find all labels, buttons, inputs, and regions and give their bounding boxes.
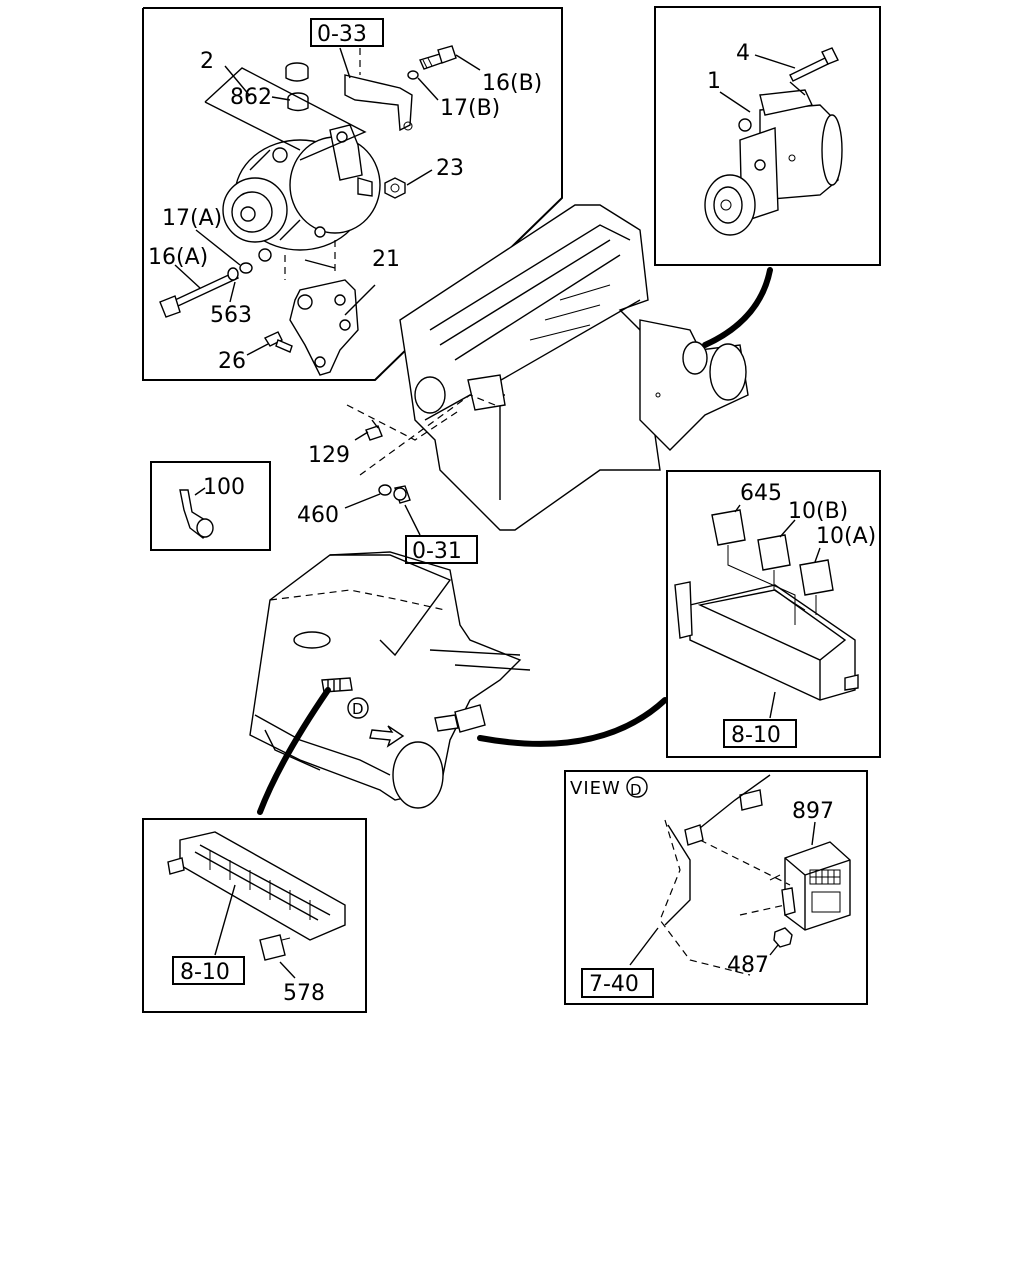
ref-box-7-40 xyxy=(581,968,654,998)
callout-7-40[interactable]: 7-40 xyxy=(589,972,639,997)
callout-897: 897 xyxy=(792,799,834,824)
bolt-129 xyxy=(365,419,383,441)
relay-578 xyxy=(259,934,291,961)
upper-bracket xyxy=(344,74,413,132)
relay-panel xyxy=(666,470,881,758)
truck xyxy=(249,551,668,815)
engine-block xyxy=(346,204,773,531)
control-unit-897 xyxy=(781,841,851,931)
clip-panel xyxy=(150,461,271,551)
ref-box-0-31 xyxy=(405,535,478,564)
view-d-panel xyxy=(564,770,868,1005)
clip-100 xyxy=(179,489,214,539)
ref-box-0-33 xyxy=(310,18,384,47)
washer-563 xyxy=(227,267,239,281)
view-label: VIEW xyxy=(570,778,621,799)
cap-862 xyxy=(285,62,309,112)
alternator xyxy=(222,124,381,262)
callout-129: 129 xyxy=(308,443,350,468)
ref-box-8-10-fuse xyxy=(172,956,245,985)
callout-labels: 2 862 0-33 16(B) 17(B) 23 17(A) 16(A) 21… xyxy=(148,18,876,1006)
callout-10a: 10(A) xyxy=(816,524,876,549)
bolt-16a xyxy=(159,271,239,318)
callout-10b: 10(B) xyxy=(788,499,848,524)
callout-1: 1 xyxy=(707,69,721,94)
callout-4: 4 xyxy=(736,41,750,66)
fuse-block xyxy=(167,831,346,941)
nut-23 xyxy=(384,177,406,199)
washer-17a xyxy=(239,262,253,274)
callout-460: 460 xyxy=(297,503,339,528)
callout-17b: 17(B) xyxy=(440,96,500,121)
bolt-26 xyxy=(263,331,293,353)
relay-645 xyxy=(711,509,746,552)
relay-10b xyxy=(757,534,791,577)
ref-box-8-10-relay xyxy=(723,719,797,748)
washer-17b xyxy=(407,70,419,80)
starter-motor xyxy=(704,89,843,236)
lower-bracket-21 xyxy=(289,279,359,376)
callout-563: 563 xyxy=(210,303,252,328)
callout-21: 21 xyxy=(372,247,400,272)
bolt-16b xyxy=(419,45,457,70)
callout-578: 578 xyxy=(283,981,325,1006)
fuse-panel xyxy=(142,818,367,1013)
callout-100: 100 xyxy=(203,475,245,500)
callout-26: 26 xyxy=(218,349,246,374)
callout-645: 645 xyxy=(740,481,782,506)
callout-8-10-relay[interactable]: 8-10 xyxy=(731,723,781,748)
callout-16b: 16(B) xyxy=(482,71,542,96)
callout-0-33[interactable]: 0-33 xyxy=(317,22,367,47)
starter-panel xyxy=(654,6,881,266)
relay-box xyxy=(674,581,859,701)
starter-bolt-4 xyxy=(789,47,839,82)
callout-23: 23 xyxy=(436,156,464,181)
callout-0-31[interactable]: 0-31 xyxy=(412,539,462,564)
callout-2: 2 xyxy=(200,49,214,74)
relay-10a xyxy=(799,559,834,602)
callout-862: 862 xyxy=(230,85,272,110)
truck-view-marker: D xyxy=(352,700,364,718)
callout-16a: 16(A) xyxy=(148,245,208,270)
nut-487 xyxy=(773,927,793,948)
callout-8-10-fuse[interactable]: 8-10 xyxy=(180,960,230,985)
plug-460 xyxy=(378,484,411,504)
view-marker: D xyxy=(630,781,642,799)
callout-17a: 17(A) xyxy=(162,206,222,231)
callout-487: 487 xyxy=(727,953,769,978)
alternator-panel xyxy=(142,7,563,381)
